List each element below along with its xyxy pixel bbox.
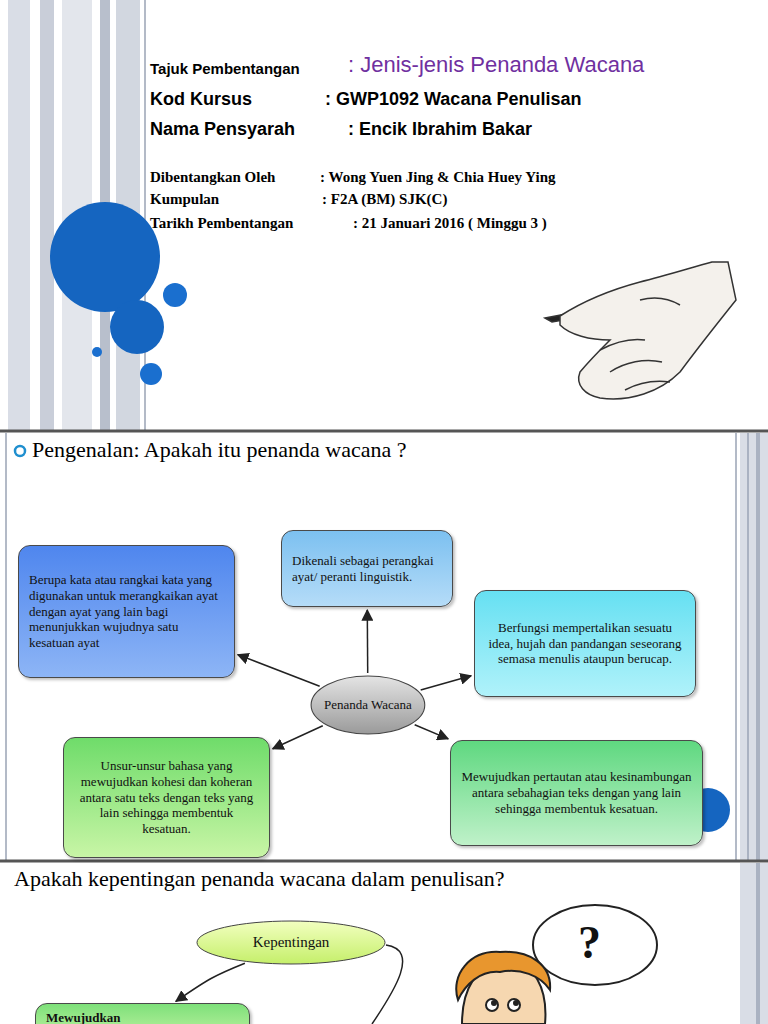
ellipse-shape — [197, 921, 385, 964]
decor-circle — [163, 283, 187, 307]
ellipse-shape — [311, 676, 425, 734]
title-slide-text: Kod Kursus — [150, 89, 252, 110]
arrow-connector — [238, 655, 320, 687]
node-text: Penanda Wacana — [324, 697, 412, 713]
node-text: Dikenali sebagai perangkai ayat/ peranti… — [292, 553, 442, 585]
side-bar — [756, 433, 760, 860]
divider-line — [5, 433, 7, 860]
divider-line — [735, 433, 737, 860]
title-slide-text: Kumpulan — [150, 191, 219, 208]
info-box: Mewujudkan pertautan atau kesinambungan … — [450, 740, 703, 846]
title-slide-text: : Encik Ibrahim Bakar — [348, 119, 532, 140]
info-box: Dikenali sebagai perangkai ayat/ peranti… — [281, 530, 453, 607]
node-text: Unsur-unsur bahasa yang mewujudkan kohes… — [74, 758, 259, 837]
side-bar — [40, 0, 54, 430]
title-slide-text: : 21 Januari 2016 ( Minggu 3 ) — [353, 215, 547, 232]
info-box: Unsur-unsur bahasa yang mewujudkan kohes… — [63, 737, 270, 858]
bullet — [15, 446, 25, 456]
title-slide-text: Dibentangkan Oleh — [150, 169, 275, 186]
slide-separator — [0, 430, 768, 433]
side-bar — [740, 863, 768, 1024]
node-text: Berfungsi mempertalikan sesuatu idea, hu… — [485, 620, 685, 668]
arrow-connector — [421, 676, 471, 690]
title-slide-text: : GWP1092 Wacana Penulisan — [325, 89, 581, 110]
node-text: Berupa kata atau rangkai kata yang digun… — [29, 572, 224, 651]
title-slide-text: : Jenis-jenis Penanda Wacana — [348, 52, 644, 78]
arrow-connector — [176, 963, 245, 1001]
node-text: Kepentingan — [253, 934, 330, 951]
info-box: Berfungsi mempertalikan sesuatu idea, hu… — [474, 590, 696, 697]
decor-circle — [110, 300, 164, 354]
title-slide-text: : Wong Yuen Jing & Chia Huey Ying — [320, 169, 555, 186]
thought-symbol: ? — [578, 916, 601, 969]
topic-ellipse: Penanda Wacana — [310, 675, 426, 735]
info-box: Mewujudkan — [35, 1003, 250, 1024]
decor-circle — [50, 202, 160, 312]
title-slide-text: : F2A (BM) SJK(C) — [322, 191, 447, 208]
node-text: Mewujudkan — [46, 1010, 239, 1024]
slide-heading: Apakah kepentingan penanda wacana dalam … — [14, 866, 505, 892]
node-text: Mewujudkan pertautan atau kesinambungan … — [461, 769, 692, 817]
hand-pen-illustration — [545, 262, 736, 399]
slide-separator — [0, 860, 768, 863]
slide-heading: Pengenalan: Apakah itu penanda wacana ? — [32, 437, 406, 463]
thinking-person-illustration — [456, 905, 657, 1024]
branch-line — [372, 945, 403, 1024]
side-bar — [747, 433, 749, 860]
title-slide-text: Tajuk Pembentangan — [150, 60, 300, 77]
arrow-connector — [273, 726, 323, 749]
slide — [0, 0, 768, 430]
decor-circle — [92, 347, 102, 357]
arrow-connector — [367, 610, 369, 673]
title-slide-text: Nama Pensyarah — [150, 119, 295, 140]
decor-circle — [140, 363, 162, 385]
info-box: Berupa kata atau rangkai kata yang digun… — [18, 545, 235, 678]
title-slide-text: Tarikh Pembentangan — [150, 215, 293, 232]
side-bar — [740, 433, 768, 860]
arrow-connector — [415, 725, 448, 739]
side-bar — [8, 0, 30, 430]
side-bar — [756, 863, 760, 1024]
topic-ellipse: Kepentingan — [196, 920, 386, 965]
